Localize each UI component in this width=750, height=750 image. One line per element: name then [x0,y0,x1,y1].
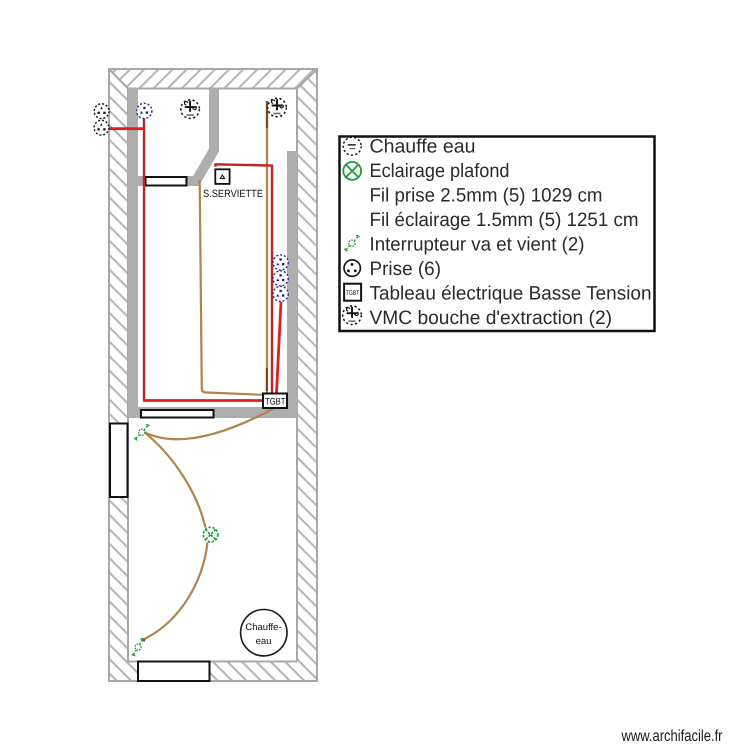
svg-text:S.SERVIETTE: S.SERVIETTE [203,188,263,200]
svg-text:Tableau électrique Basse Tensi: Tableau électrique Basse Tension [370,282,652,304]
svg-text:Interrupteur va et vient (2): Interrupteur va et vient (2) [370,233,585,255]
svg-text:TGBT: TGBT [346,290,360,297]
svg-text:eau: eau [256,636,272,647]
svg-text:www.archifacile.fr: www.archifacile.fr [621,728,723,745]
svg-text:Fil prise 2.5mm (5) 1029 cm: Fil prise 2.5mm (5) 1029 cm [370,184,603,206]
svg-text:Prise (6): Prise (6) [370,258,442,280]
svg-text:Eclairage plafond: Eclairage plafond [370,160,510,182]
svg-text:Chauffe-: Chauffe- [245,622,281,633]
svg-text:VMC bouche d'extraction (2): VMC bouche d'extraction (2) [370,307,613,329]
svg-text:Chauffe eau: Chauffe eau [370,135,476,157]
svg-text:Fil éclairage 1.5mm (5) 1251 c: Fil éclairage 1.5mm (5) 1251 cm [370,209,639,231]
svg-text:TGBT: TGBT [265,396,286,407]
